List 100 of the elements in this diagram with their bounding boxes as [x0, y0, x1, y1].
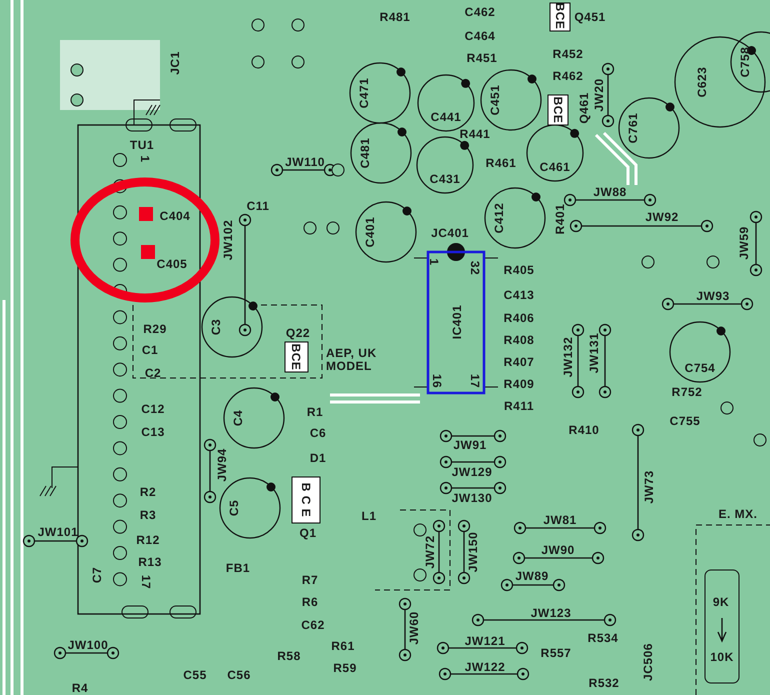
component-label: R752: [672, 386, 702, 398]
model-note: AEP, UK MODEL: [326, 347, 378, 373]
component-label: C413: [504, 289, 534, 301]
component-label: JW72: [424, 535, 436, 569]
component-label: BCE: [552, 96, 564, 124]
component-label: C11: [246, 200, 270, 212]
component-label: C3: [210, 318, 222, 336]
component-label: R462: [552, 70, 584, 82]
component-label: R441: [460, 128, 490, 140]
component-label: JW100: [68, 639, 108, 651]
component-label: D1: [310, 452, 326, 464]
component-label: JW91: [453, 439, 487, 451]
component-label: R452: [552, 48, 584, 60]
component-label: BCE: [290, 344, 302, 370]
component-label: L1: [362, 510, 376, 522]
component-label: Q461: [578, 92, 590, 124]
component-label: C412: [493, 202, 505, 234]
component-label: JC1: [169, 51, 181, 75]
component-label: JW110: [285, 156, 325, 168]
component-label: 9K: [712, 596, 730, 608]
component-label: R534: [588, 632, 618, 644]
component-label: IC401: [451, 304, 463, 340]
component-label: C56: [227, 669, 251, 681]
component-label: JW131: [588, 332, 600, 374]
component-label: JW132: [562, 336, 574, 378]
component-label: Q22: [286, 327, 310, 339]
component-label: JW92: [645, 211, 679, 223]
component-label: C761: [627, 112, 639, 144]
component-label: R61: [331, 640, 355, 652]
component-label: JW60: [408, 611, 420, 645]
component-label: JW130: [452, 492, 492, 504]
component-label: JW150: [467, 532, 479, 572]
component-label: E. MX.: [718, 508, 758, 520]
component-label: C451: [489, 84, 501, 116]
component-label: C401: [364, 216, 376, 248]
component-label: 1: [428, 258, 440, 266]
component-label: R4: [72, 682, 88, 694]
component-label: R407: [504, 356, 534, 368]
component-label: C404: [160, 210, 190, 222]
component-label: JW129: [452, 466, 492, 478]
component-label: C464: [464, 30, 496, 42]
component-label: C755: [670, 415, 700, 427]
component-label: 17: [469, 374, 481, 388]
component-label: JW101: [38, 526, 78, 538]
component-label: C481: [359, 138, 371, 168]
component-label: B C E: [300, 482, 312, 518]
component-label: C5: [228, 500, 240, 516]
component-label: 10K: [710, 651, 734, 663]
component-label: JW73: [643, 470, 655, 504]
component-label: R406: [504, 312, 534, 324]
component-label: C2: [144, 367, 162, 379]
component-label: R6: [302, 596, 318, 608]
component-label: R557: [540, 647, 572, 659]
component-label: JW94: [216, 448, 228, 482]
component-label: JW90: [541, 544, 575, 556]
component-label: C471: [358, 78, 370, 108]
component-label: C13: [141, 426, 165, 438]
component-label: R7: [302, 574, 318, 586]
component-label: R3: [140, 509, 156, 521]
component-label: R532: [588, 677, 620, 689]
component-label: R1: [306, 406, 324, 418]
component-label: JW123: [530, 607, 572, 619]
component-label: JW81: [543, 514, 577, 526]
component-label: JW89: [515, 570, 549, 582]
component-label: 16: [431, 374, 443, 388]
component-label: C623: [696, 66, 708, 98]
component-label: R408: [504, 334, 534, 346]
component-label: R59: [333, 662, 357, 674]
component-label: TU1: [130, 139, 154, 151]
component-label: JW20: [593, 78, 605, 112]
component-label: C754: [684, 362, 716, 374]
component-label: JC506: [642, 643, 654, 681]
component-label: C758: [739, 46, 751, 78]
component-label: R410: [568, 424, 600, 436]
component-label: Q1: [300, 527, 316, 539]
component-label: JC401: [431, 227, 469, 239]
component-label: JW88: [593, 186, 627, 198]
component-label: Q451: [574, 11, 606, 23]
component-label: R481: [380, 11, 410, 23]
component-label: C1: [142, 344, 158, 356]
component-label: C462: [464, 6, 496, 18]
component-label: R451: [466, 52, 498, 64]
component-label: C431: [430, 173, 460, 185]
component-label: R401: [554, 204, 566, 234]
component-label: C405: [156, 258, 188, 270]
component-label: C7: [91, 566, 103, 584]
component-label: R2: [140, 486, 156, 498]
component-label: C461: [540, 161, 570, 173]
component-label: JW121: [464, 635, 506, 647]
component-label: C12: [141, 403, 165, 415]
component-label: 32: [469, 260, 481, 276]
component-label: R13: [138, 556, 162, 568]
component-label: C55: [183, 669, 207, 681]
component-label: C62: [301, 619, 325, 631]
component-label: R58: [277, 650, 301, 662]
component-label: FB1: [226, 562, 250, 574]
component-label: JW102: [222, 220, 234, 260]
component-label: R461: [486, 157, 516, 169]
component-label: JW59: [738, 226, 750, 260]
component-label: R29: [143, 323, 167, 335]
